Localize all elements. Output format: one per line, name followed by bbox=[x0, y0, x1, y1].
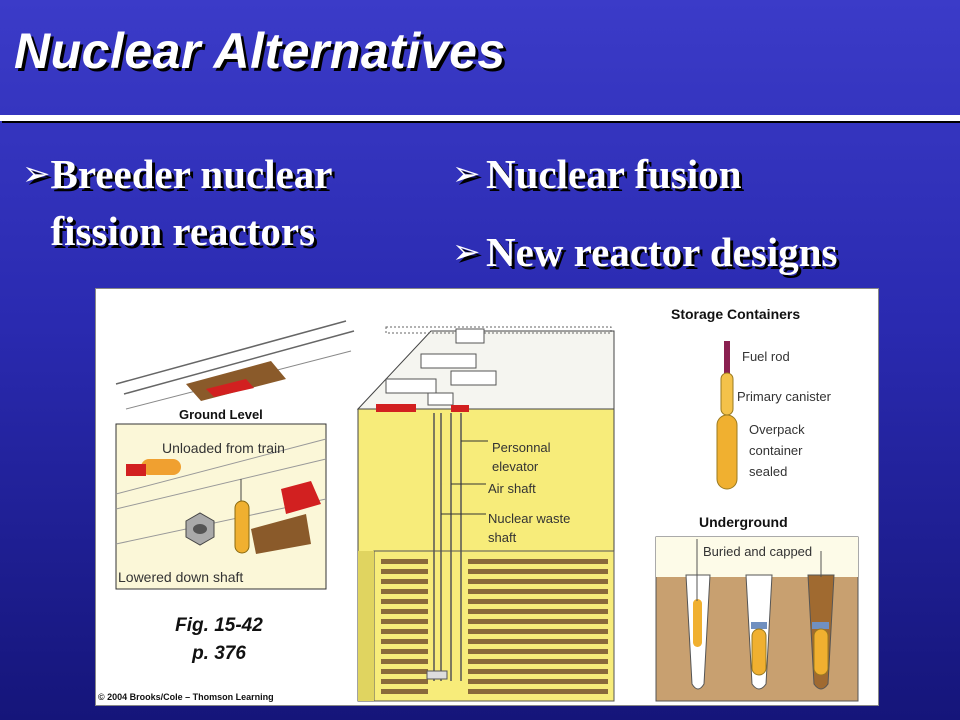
ground-level-label: Ground Level bbox=[179, 407, 263, 422]
tunnel-row bbox=[381, 589, 428, 594]
fuel-rod-label: Fuel rod bbox=[742, 349, 790, 364]
tunnel-row bbox=[468, 669, 608, 674]
tunnel-row bbox=[381, 669, 428, 674]
building-icon bbox=[455, 328, 485, 344]
buried-capped-label: Buried and capped bbox=[703, 544, 813, 559]
ground-level-scene bbox=[115, 423, 327, 590]
tunnel-row bbox=[381, 639, 428, 644]
lowered-label: Lowered down shaft bbox=[118, 569, 244, 585]
bullet-text: Breeder nuclear fission reactors bbox=[50, 151, 332, 254]
bullet-text: Nuclear fusion bbox=[486, 151, 742, 197]
overpack-label-2: container bbox=[749, 443, 803, 458]
unloaded-label: Unloaded from train bbox=[162, 440, 285, 456]
canister-icon bbox=[234, 500, 250, 554]
vehicle-icon bbox=[376, 404, 416, 412]
bullet-new-reactor-designs: ➢ New reactor designs bbox=[452, 224, 837, 281]
bullet-nuclear-fusion: ➢ Nuclear fusion bbox=[452, 146, 742, 203]
tunnel-row bbox=[381, 629, 428, 634]
air-shaft-label: Air shaft bbox=[488, 481, 536, 496]
rail-car-icon bbox=[186, 361, 286, 401]
bullet-breeder-reactors: ➢ Breeder nuclear fission reactors bbox=[22, 146, 442, 260]
tunnel-row bbox=[468, 649, 608, 654]
slide-title: Nuclear Alternatives bbox=[14, 23, 506, 79]
tunnel-row bbox=[468, 599, 608, 604]
repository-illustration bbox=[115, 320, 859, 702]
tunnel-row bbox=[468, 659, 608, 664]
tunnel-row bbox=[468, 639, 608, 644]
overpack-label-3: sealed bbox=[749, 464, 788, 479]
tunnel-row bbox=[468, 579, 608, 584]
tunnel-row bbox=[468, 619, 608, 624]
overpack-container-icon bbox=[716, 414, 738, 490]
tunnel-row bbox=[381, 679, 428, 684]
arrow-bullet-icon: ➢ bbox=[452, 232, 481, 272]
figure-page-ref: p. 376 bbox=[192, 643, 246, 664]
tunnel-row bbox=[468, 589, 608, 594]
primary-canister-label: Primary canister bbox=[737, 389, 831, 404]
storage-containers-label: Storage Containers bbox=[671, 306, 801, 322]
arrow-bullet-icon: ➢ bbox=[452, 154, 481, 194]
tunnel-row bbox=[468, 689, 608, 694]
tunnel-row bbox=[381, 579, 428, 584]
tunnel-row bbox=[468, 679, 608, 684]
personnel-elevator-label: Personnal bbox=[492, 440, 551, 455]
bullet-text: New reactor designs bbox=[486, 229, 838, 275]
waste-shaft-label-2: shaft bbox=[488, 530, 517, 545]
tunnel-grid bbox=[381, 559, 608, 694]
fuel-rod-icon bbox=[724, 341, 730, 381]
tunnel-row bbox=[381, 689, 428, 694]
tunnel-row bbox=[381, 559, 428, 564]
primary-canister-icon bbox=[720, 372, 734, 416]
waste-shaft-label: Nuclear waste bbox=[488, 511, 571, 526]
tunnel-row bbox=[381, 649, 428, 654]
truck-icon bbox=[206, 379, 254, 397]
cask-icon bbox=[141, 459, 181, 475]
overpack-label: Overpack bbox=[749, 422, 805, 437]
tunnel-row bbox=[381, 569, 428, 574]
arrow-bullet-icon: ➢ bbox=[22, 154, 51, 194]
rail-track-illustration bbox=[115, 320, 355, 410]
title-divider bbox=[0, 115, 960, 121]
tunnel-row bbox=[381, 659, 428, 664]
tunnel-row bbox=[381, 609, 428, 614]
tunnel-row bbox=[381, 599, 428, 604]
tunnel-row bbox=[468, 569, 608, 574]
underground-cross-section bbox=[655, 536, 859, 702]
storage-container-diagram bbox=[716, 341, 738, 490]
shafts bbox=[426, 413, 488, 681]
personnel-elevator-label-2: elevator bbox=[492, 459, 539, 474]
transport-vehicle-icon bbox=[281, 481, 321, 514]
underground-label: Underground bbox=[699, 514, 788, 530]
figure-caption: Fig. 15-42 bbox=[175, 615, 263, 636]
copyright-notice: © 2004 Brooks/Cole – Thomson Learning bbox=[98, 692, 274, 702]
tunnel-row bbox=[468, 609, 608, 614]
nuclear-waste-repository-figure: Ground Level Unloaded from train Lowered… bbox=[95, 288, 879, 706]
tunnel-row bbox=[468, 559, 608, 564]
tunnel-row bbox=[381, 619, 428, 624]
tunnel-row bbox=[468, 629, 608, 634]
